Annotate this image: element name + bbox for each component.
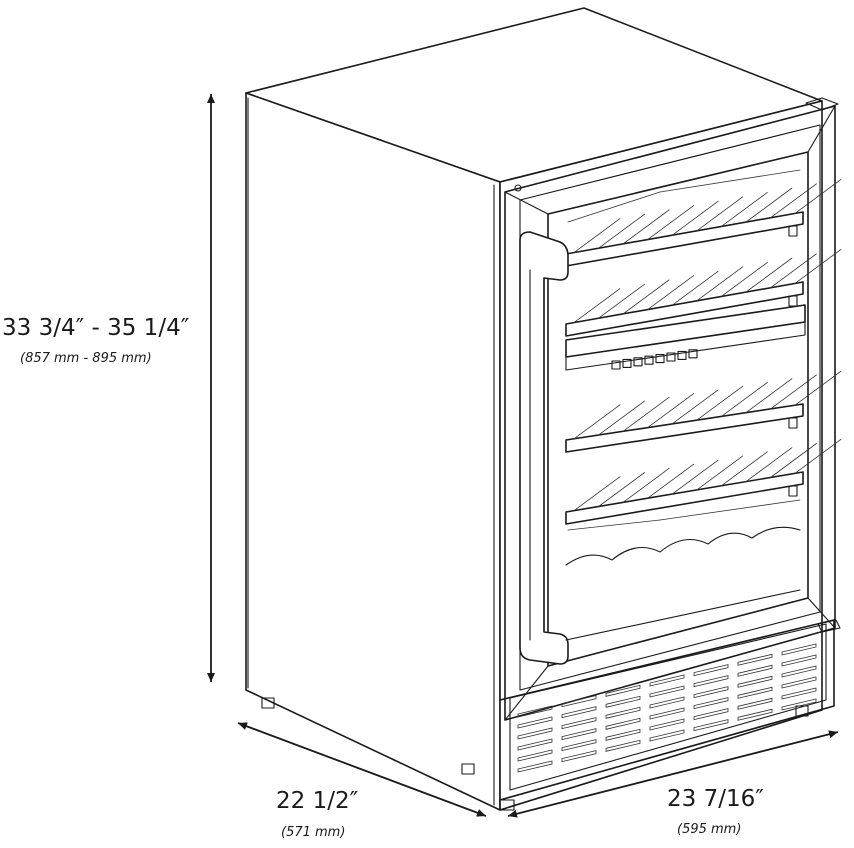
door-handle[interactable] xyxy=(519,231,569,665)
vent-slot xyxy=(693,697,729,710)
vent-slot xyxy=(737,653,773,666)
vent-slot xyxy=(605,684,641,697)
height-dimension: 33 3/4″ - 35 1/4″ (857 mm - 895 mm) xyxy=(2,94,215,682)
vent-slot xyxy=(781,665,817,678)
width-metric-label: (595 mm) xyxy=(677,822,741,837)
vent-slot xyxy=(781,698,817,711)
vent-slot xyxy=(737,708,773,721)
vent-slot xyxy=(781,654,817,667)
vent-slot xyxy=(693,675,729,688)
control-button[interactable] xyxy=(633,357,643,367)
vent-slot xyxy=(693,708,729,721)
vent-slot xyxy=(693,664,729,677)
foot-front-right xyxy=(795,705,809,717)
depth-dimension: 22 1/2″ (571 mm) xyxy=(237,722,487,840)
foot-back-left xyxy=(261,697,275,709)
vent-slot xyxy=(781,687,817,700)
vent-slot xyxy=(561,717,597,730)
vent-slot xyxy=(649,707,685,720)
width-dimension: 23 7/16″ (595 mm) xyxy=(507,730,839,837)
vent-slot xyxy=(649,685,685,698)
control-button[interactable] xyxy=(655,354,665,364)
cabinet-side xyxy=(245,92,501,811)
shelf-3 xyxy=(565,370,842,453)
vent-slot xyxy=(737,686,773,699)
hinge-bottom xyxy=(817,619,841,633)
depth-imperial-label: 22 1/2″ xyxy=(276,788,359,814)
vent-slot xyxy=(781,676,817,689)
vent-slot xyxy=(605,706,641,719)
interior xyxy=(567,169,801,531)
vent-slot xyxy=(649,696,685,709)
vent-slot xyxy=(693,719,729,732)
height-imperial-label: 33 3/4″ - 35 1/4″ xyxy=(2,315,190,341)
vent-slot xyxy=(737,697,773,710)
vent-slot xyxy=(605,695,641,708)
control-button[interactable] xyxy=(677,350,687,360)
control-button[interactable] xyxy=(666,352,676,362)
vent-slot xyxy=(693,686,729,699)
vent-slot xyxy=(737,664,773,677)
control-button[interactable] xyxy=(688,349,698,359)
vent-slot xyxy=(517,716,553,729)
vent-slot xyxy=(561,695,597,708)
vent-slot xyxy=(781,643,817,656)
width-arrow xyxy=(507,730,839,818)
vent-slot xyxy=(517,705,553,718)
control-button[interactable] xyxy=(622,358,632,368)
control-panel xyxy=(565,304,806,371)
control-panel-buttons xyxy=(611,349,698,370)
vent-slot xyxy=(649,718,685,731)
vent-slot xyxy=(605,717,641,730)
vent-slot xyxy=(737,675,773,688)
depth-metric-label: (571 mm) xyxy=(281,825,345,840)
width-imperial-label: 23 7/16″ xyxy=(667,786,764,812)
height-metric-label: (857 mm - 895 mm) xyxy=(20,351,152,366)
shelf-2 xyxy=(565,249,842,337)
depth-arrow xyxy=(237,722,487,817)
control-button[interactable] xyxy=(611,360,621,370)
vent-slot xyxy=(561,706,597,719)
hinge-top xyxy=(805,97,839,111)
control-button[interactable] xyxy=(644,355,654,365)
shelf-4 xyxy=(565,438,842,525)
vent-slot xyxy=(649,674,685,687)
bottle-tray xyxy=(565,526,801,641)
screw-top xyxy=(514,184,522,192)
